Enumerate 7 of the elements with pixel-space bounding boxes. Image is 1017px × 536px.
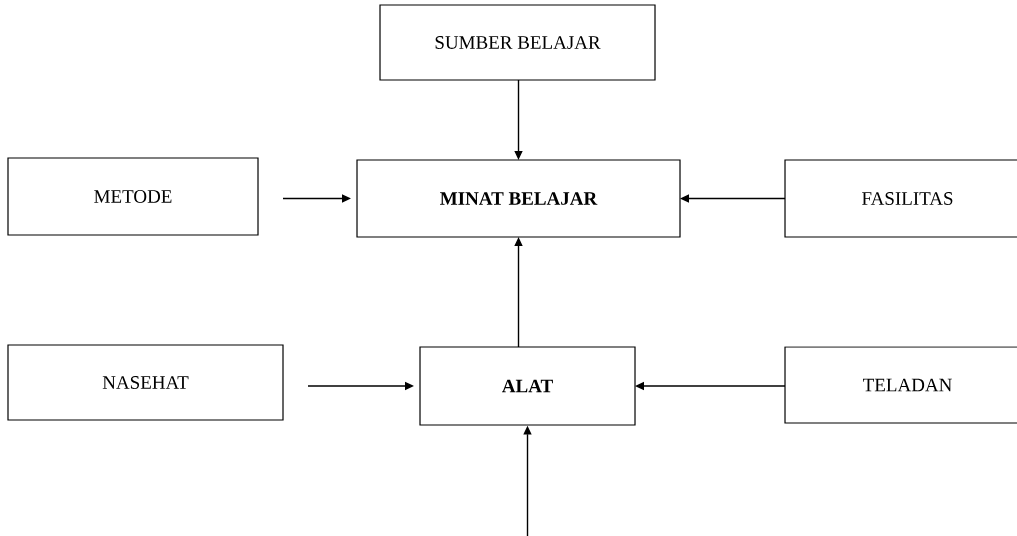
text-box: ALAT (419, 346, 636, 426)
text-box: NASEHAT (7, 344, 284, 421)
text-box: FASILITAS (784, 159, 1017, 238)
text-box: TELADAN (784, 346, 1017, 424)
text-box: MINAT BELAJAR (356, 159, 681, 238)
text-box: SUMBER BELAJAR (379, 4, 656, 81)
text-box: METODE (7, 157, 259, 236)
